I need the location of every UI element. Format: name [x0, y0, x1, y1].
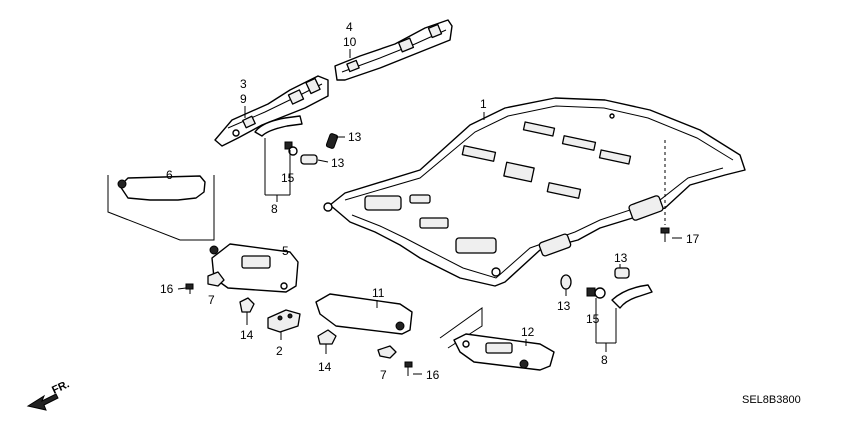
- screw-part-16-center[interactable]: [404, 361, 413, 376]
- svg-text:16: 16: [426, 368, 440, 382]
- svg-text:2: 2: [276, 344, 283, 358]
- bracket-part-2[interactable]: [267, 309, 301, 340]
- callout-13-left: 13 13: [317, 130, 362, 170]
- headliner-part[interactable]: [323, 97, 746, 287]
- svg-text:12: 12: [521, 325, 535, 339]
- grab-handle-right[interactable]: [611, 284, 653, 309]
- callout-5: 5: [282, 244, 289, 258]
- svg-text:8: 8: [601, 353, 608, 367]
- hook-part-7-left[interactable]: [207, 271, 225, 287]
- callout-1: 1: [480, 97, 487, 120]
- callout-3-9: 3 9: [240, 77, 247, 118]
- svg-text:7: 7: [380, 368, 387, 382]
- cap-part-13-left-lower[interactable]: [300, 154, 318, 165]
- hook-part-7-center[interactable]: [377, 345, 397, 359]
- screw-part-16-left[interactable]: [185, 283, 194, 294]
- svg-text:15: 15: [281, 171, 295, 185]
- callout-4-10: 4 10: [343, 20, 357, 58]
- cap-part-13-right-upper[interactable]: [614, 267, 630, 279]
- svg-text:14: 14: [240, 328, 254, 342]
- diagram-code: SEL8B3800: [742, 394, 801, 406]
- svg-text:10: 10: [343, 35, 357, 49]
- callout-12: 12: [521, 325, 535, 346]
- svg-text:11: 11: [372, 286, 385, 300]
- callout-7-center: 7: [380, 368, 387, 382]
- clip-part-15-right[interactable]: [586, 287, 606, 299]
- svg-text:15: 15: [586, 312, 600, 326]
- cap-part-13-left-upper[interactable]: [325, 133, 339, 149]
- front-direction-arrow: FR.: [26, 378, 71, 411]
- callout-16-left: 16: [160, 282, 187, 296]
- svg-text:4: 4: [346, 20, 353, 34]
- callout-8-15-left: 15 8: [264, 138, 295, 216]
- holder-part-14-center[interactable]: [317, 329, 337, 354]
- cap-part-13-right-lower[interactable]: [560, 274, 572, 290]
- callout-17: 17: [686, 232, 700, 246]
- svg-text:13: 13: [331, 156, 345, 170]
- svg-text:7: 7: [208, 293, 215, 307]
- holder-part-14-left[interactable]: [239, 297, 255, 325]
- callout-13-right-upper: 13: [614, 251, 628, 268]
- callout-16-center: 16: [413, 368, 440, 382]
- svg-text:13: 13: [557, 299, 571, 313]
- sun-visor-part-12[interactable]: [439, 307, 555, 371]
- svg-text:3: 3: [240, 77, 247, 91]
- svg-text:16: 16: [160, 282, 174, 296]
- svg-text:13: 13: [614, 251, 628, 265]
- clip-part-15-left[interactable]: [284, 141, 298, 156]
- svg-text:1: 1: [480, 97, 487, 111]
- svg-text:5: 5: [282, 244, 289, 258]
- sun-visor-part-11[interactable]: [315, 293, 413, 335]
- roof-rail-bracket-right[interactable]: [334, 19, 453, 81]
- callout-6: 6: [166, 168, 173, 182]
- callout-7-left: 7: [208, 293, 215, 307]
- front-label: FR.: [50, 378, 71, 396]
- svg-text:14: 14: [318, 360, 332, 374]
- svg-text:6: 6: [166, 168, 173, 182]
- roof-rail-bracket-left[interactable]: [214, 75, 329, 147]
- callout-14-center: 14: [318, 360, 332, 374]
- clip-part-17[interactable]: [660, 140, 682, 242]
- grab-handle-left[interactable]: [254, 115, 303, 137]
- svg-text:9: 9: [240, 92, 247, 106]
- callout-13-right-lower: 13: [557, 289, 571, 313]
- callout-2: 2: [276, 344, 283, 358]
- callout-14-left: 14: [240, 328, 254, 342]
- svg-text:13: 13: [348, 130, 362, 144]
- svg-text:8: 8: [271, 202, 278, 216]
- sun-visor-part-6[interactable]: [107, 175, 215, 241]
- callout-11: 11: [372, 286, 385, 308]
- callout-8-15-right: 15 8: [586, 298, 617, 367]
